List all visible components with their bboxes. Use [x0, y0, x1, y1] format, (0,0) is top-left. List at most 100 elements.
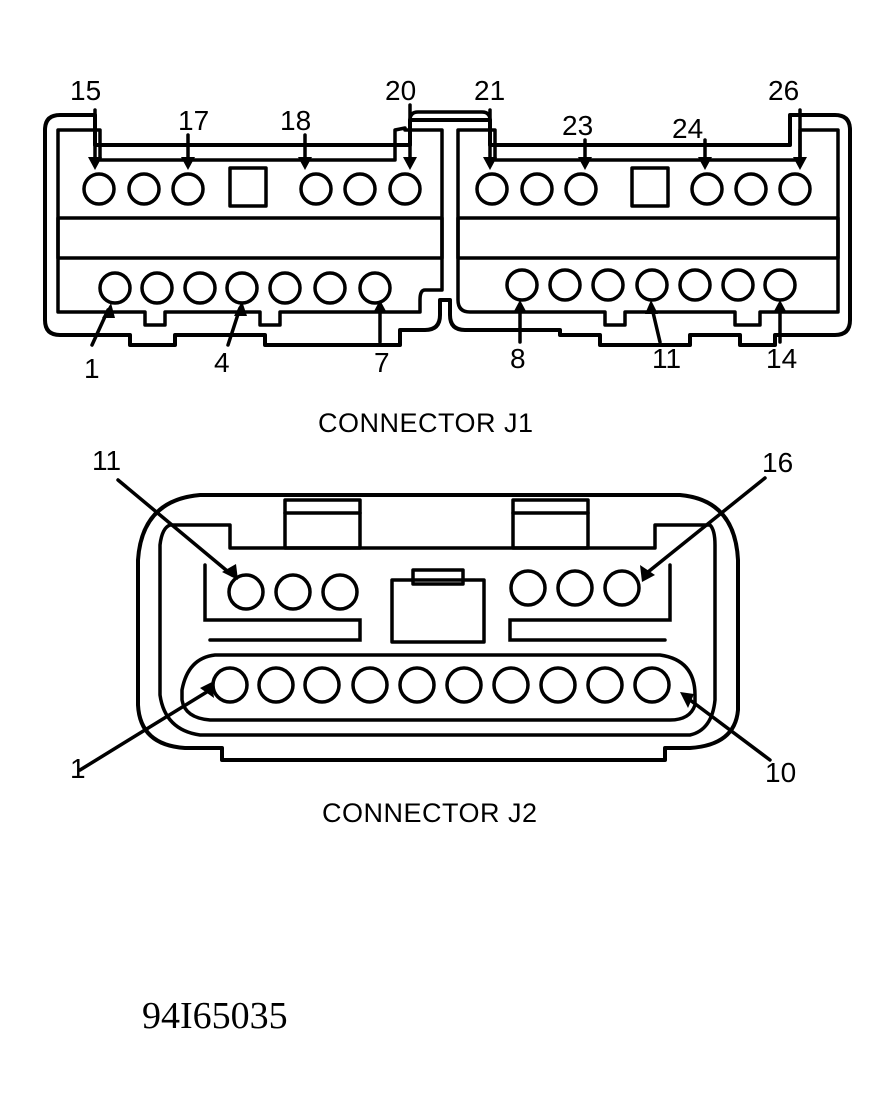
label-21: 21: [474, 75, 505, 106]
j2-bottom-channel: [180, 653, 697, 722]
j2-outer-housing: [136, 493, 740, 762]
label-18: 18: [280, 105, 311, 136]
arrow-15: [88, 157, 102, 170]
arrow-20: [403, 157, 417, 170]
j1-pin-11: [635, 268, 669, 302]
j1-pin-20: [388, 172, 422, 206]
j2-pin-8: [539, 666, 577, 704]
j2-pin-16: [603, 569, 641, 607]
label-14: 14: [766, 343, 797, 374]
j1-left-divider: [56, 216, 444, 260]
connector-j1: 15 17 18 20 21 23 24 26 1 4 7 8 11 14 CO…: [43, 75, 852, 438]
j2-inner-housing: [158, 523, 717, 737]
j1-pin-26: [778, 172, 812, 206]
j1-pin-2: [140, 271, 174, 305]
arrow-j2-16: [640, 565, 655, 582]
leader-j2-11: [116, 478, 234, 577]
label-23: 23: [562, 110, 593, 141]
arrow-4: [234, 301, 247, 316]
j1-pin-3: [183, 271, 217, 305]
j1-pin-10: [591, 268, 625, 302]
j2-center-key-tab: [411, 568, 465, 586]
j1-bottom-arrows: [102, 300, 787, 318]
j2-pin-12: [274, 573, 312, 611]
j2-left-latch: [283, 498, 362, 550]
label-j2-16: 16: [762, 447, 793, 478]
j2-right-separator: [508, 563, 672, 642]
label-4: 4: [214, 347, 230, 378]
j1-pin-7: [358, 271, 392, 305]
j2-pin-15: [556, 569, 594, 607]
j2-pin-7: [492, 666, 530, 704]
arrow-21: [483, 157, 497, 170]
j1-outer-housing: [43, 113, 852, 347]
j2-pin-4: [351, 666, 389, 704]
leader-j2-16: [646, 476, 767, 574]
leader-j2-1: [78, 688, 212, 772]
j1-pin-4: [225, 271, 259, 305]
j1-left-key: [228, 166, 268, 208]
j2-pin-10: [633, 666, 671, 704]
label-11: 11: [652, 343, 681, 374]
figure-id: 94I65035: [142, 995, 288, 1037]
j1-right-inner-housing: [456, 128, 840, 327]
label-1: 1: [84, 353, 100, 384]
j1-pin-14: [763, 268, 797, 302]
j2-pin-11: [227, 573, 265, 611]
j2-left-separator: [203, 563, 362, 642]
j2-pin-9: [586, 666, 624, 704]
j1-pin-17: [171, 172, 205, 206]
arrow-26: [793, 157, 807, 170]
arrow-7: [373, 300, 387, 313]
arrow-24: [698, 157, 712, 170]
j2-right-latch: [511, 498, 590, 550]
j1-left-inner-housing: [56, 126, 444, 327]
j1-pin-13: [721, 268, 755, 302]
arrow-j2-1: [200, 682, 214, 698]
j2-pin-1: [211, 666, 249, 704]
j2-center-key: [390, 578, 486, 644]
j1-pin-23: [564, 172, 598, 206]
label-7: 7: [374, 347, 390, 378]
arrow-14: [773, 300, 787, 313]
j1-pin-22: [520, 172, 554, 206]
j2-pin-3: [303, 666, 341, 704]
connector-j2: 11 16 1 10 CONNECTOR J2: [70, 445, 796, 828]
j1-pin-15: [82, 172, 116, 206]
j1-pin-21: [475, 172, 509, 206]
label-20: 20: [385, 75, 416, 106]
j1-pin-9: [548, 268, 582, 302]
arrow-j2-11: [222, 564, 238, 580]
j1-caption: CONNECTOR J1: [318, 408, 534, 438]
label-15: 15: [70, 75, 101, 106]
j2-pin-6: [445, 666, 483, 704]
j2-caption: CONNECTOR J2: [322, 798, 538, 828]
arrow-11: [645, 300, 658, 314]
j1-pin-6: [313, 271, 347, 305]
arrow-j2-10: [680, 692, 694, 708]
j1-top-arrows: [88, 157, 807, 170]
j1-pin-group: [82, 172, 812, 305]
j1-right-key: [630, 166, 670, 208]
j1-right-divider: [456, 216, 840, 260]
arrow-1: [102, 303, 115, 318]
arrow-18: [298, 157, 312, 170]
j1-pin-19: [343, 172, 377, 206]
label-17: 17: [178, 105, 209, 136]
j1-pin-12: [678, 268, 712, 302]
leader-j2-10: [688, 698, 772, 762]
j1-pin-8: [505, 268, 539, 302]
label-26: 26: [768, 75, 799, 106]
arrow-17: [181, 157, 195, 170]
j1-pin-16: [127, 172, 161, 206]
label-j2-11: 11: [92, 445, 121, 476]
label-j2-1: 1: [70, 753, 86, 784]
j1-top-leaders: [93, 103, 802, 162]
label-8: 8: [510, 343, 526, 374]
j2-pin-5: [398, 666, 436, 704]
j2-pin-13: [321, 573, 359, 611]
j2-pin-14: [509, 569, 547, 607]
j1-pin-24: [690, 172, 724, 206]
j2-pin-group: [211, 569, 671, 704]
